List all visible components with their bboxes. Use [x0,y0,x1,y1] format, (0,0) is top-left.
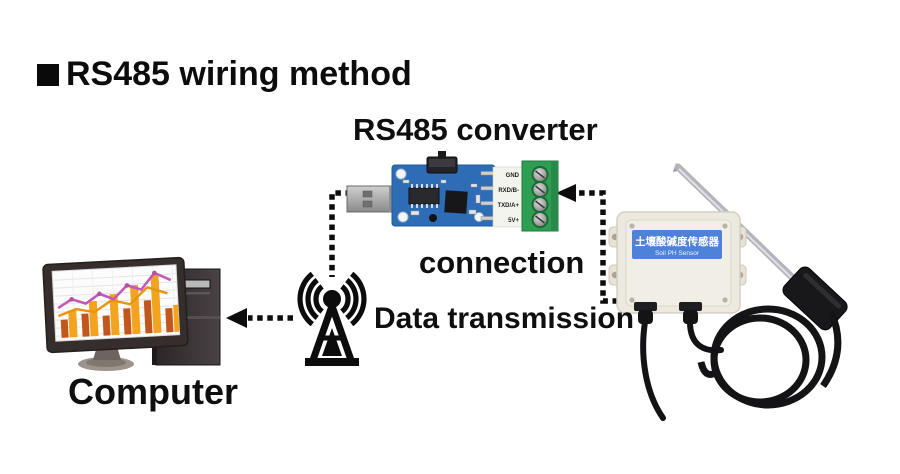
smd-components [402,179,481,216]
wireless-antenna-icon [297,271,367,366]
black-square-icon [37,63,59,86]
terminal-label: TXD/A+ [497,203,519,209]
monitor [42,256,189,354]
data-transmission-label: Data transmission [374,302,635,335]
round-component [429,214,437,222]
terminal-label: 5V+ [508,218,519,224]
arrowhead-to-converter [556,184,576,202]
mode-switch [426,151,458,174]
usb-connector [346,185,396,213]
dip-chip [408,184,440,208]
terminal-label: GND [506,173,520,179]
smd-chip [444,190,468,214]
monitor-chart [52,264,180,341]
gland-cables [640,319,724,421]
arrowhead-to-computer [226,308,247,328]
page-title: RS485 wiring method [37,55,412,94]
radio-waves [297,271,367,327]
page-title-text: RS485 wiring method [66,55,412,93]
sensor-label-chinese: 土壤酸碱度传感器 [635,235,719,248]
terminal-label-strip: GND RXD/B- TXD/A+ 5V+ [492,166,523,228]
rs485-converter-device: GND RXD/B- TXD/A+ 5V+ [346,151,559,232]
converter-to-antenna-dashed-line [329,190,351,277]
computer-illustration [42,256,221,371]
sensor-enclosure: 土壤酸碱度传感器 Soil PH Sensor [608,211,747,421]
coiled-cable [697,305,842,409]
converter-label: RS485 converter [353,112,598,147]
terminal-label: RXD/B- [498,188,519,194]
cable-glands [634,302,702,324]
sensor-label-english: Soil PH Sensor [655,250,700,257]
computer-label: Computer [68,371,238,412]
sensor-label: 土壤酸碱度传感器 Soil PH Sensor [632,230,722,259]
pcb-board [391,151,498,227]
sensor-to-converter-dashed-line [576,190,618,304]
soil-ph-sensor-device: 土壤酸碱度传感器 Soil PH Sensor [608,163,848,421]
terminal-block [521,160,559,232]
connection-label: connection [419,245,585,280]
